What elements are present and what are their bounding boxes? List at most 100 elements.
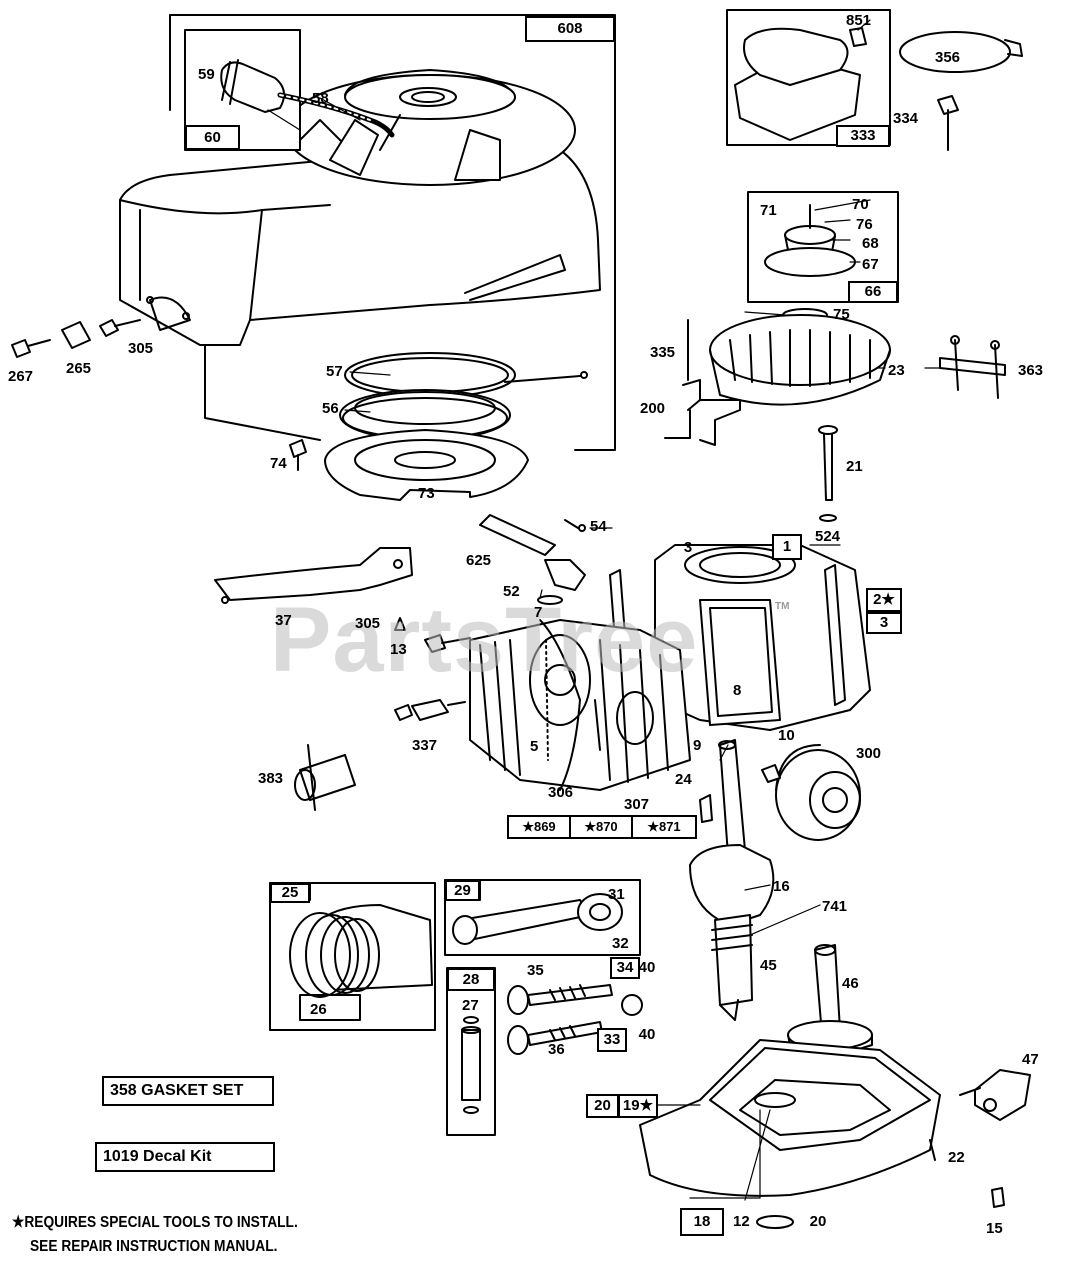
- box-label-333[interactable]: 333: [836, 125, 890, 147]
- rewind-starter: [284, 69, 576, 186]
- part-label-46[interactable]: 46: [842, 975, 859, 992]
- part-label-37[interactable]: 37: [275, 612, 292, 629]
- box-label-3[interactable]: 3: [866, 612, 902, 634]
- part-label-35[interactable]: 35: [527, 962, 544, 979]
- part-label-23[interactable]: 23: [888, 362, 905, 379]
- box-label-66[interactable]: 66: [848, 281, 898, 303]
- part-label-265[interactable]: 265: [66, 360, 92, 377]
- part-label-56[interactable]: 56: [322, 400, 339, 417]
- part-label-74[interactable]: 74: [270, 455, 287, 472]
- camshaft: [787, 944, 873, 1054]
- part-label-306[interactable]: 306: [548, 784, 574, 801]
- box-label-34[interactable]: 34: [610, 957, 640, 979]
- part-label-267[interactable]: 267: [8, 368, 34, 385]
- box-label-3-top[interactable]: 3: [683, 539, 693, 556]
- box-label-870[interactable]: ★870: [569, 815, 633, 839]
- special-tools-note: ★REQUIRES SPECIAL TOOLS TO INSTALL.: [12, 1214, 298, 1231]
- part-label-741[interactable]: 741: [822, 898, 848, 915]
- blower-housing: [119, 145, 601, 346]
- air-guide-plate: [214, 547, 413, 631]
- part-label-335[interactable]: 335: [650, 344, 676, 361]
- part-label-57[interactable]: 57: [326, 363, 343, 380]
- part-label-5[interactable]: 5: [530, 738, 539, 755]
- box-label-20-lower[interactable]: 20: [809, 1213, 827, 1230]
- part-label-22[interactable]: 22: [948, 1149, 965, 1166]
- governor-bracket: [959, 1069, 1031, 1121]
- box-label-869[interactable]: ★869: [507, 815, 571, 839]
- box-label-25[interactable]: 25: [270, 883, 310, 903]
- part-label-26[interactable]: 26: [310, 1001, 327, 1018]
- part-label-625[interactable]: 625: [466, 552, 492, 569]
- box-label-40-lower[interactable]: 40: [638, 1026, 656, 1043]
- flywheel: [664, 314, 891, 446]
- part-label-54[interactable]: 54: [590, 518, 607, 535]
- decal-kit[interactable]: 1019 Decal Kit: [95, 1142, 275, 1172]
- coupler: [294, 744, 356, 811]
- part-label-32[interactable]: 32: [612, 935, 629, 952]
- piston-pin-frame: [446, 967, 496, 1136]
- long-bolt: [818, 425, 838, 522]
- box-label-40-upper[interactable]: 40: [638, 959, 656, 976]
- part-label-200[interactable]: 200: [640, 400, 666, 417]
- part-label-851[interactable]: 851: [846, 12, 872, 29]
- part-label-58[interactable]: 58: [312, 90, 329, 107]
- part-label-307[interactable]: 307: [624, 796, 650, 813]
- part-label-45[interactable]: 45: [760, 957, 777, 974]
- part-label-70[interactable]: 70: [852, 196, 869, 213]
- part-label-300[interactable]: 300: [856, 745, 882, 762]
- gasket-set-kit[interactable]: 358 GASKET SET: [102, 1076, 274, 1106]
- part-label-59[interactable]: 59: [198, 66, 215, 83]
- part-label-305[interactable]: 305: [128, 340, 154, 357]
- box-label-29[interactable]: 29: [445, 880, 480, 901]
- part-label-337[interactable]: 337: [412, 737, 438, 754]
- box-label-20[interactable]: 20: [586, 1094, 619, 1118]
- crankshaft: [689, 739, 775, 1021]
- part-label-15[interactable]: 15: [986, 1220, 1003, 1237]
- part-label-9[interactable]: 9: [693, 737, 702, 754]
- part-label-305-lower[interactable]: 305: [355, 615, 381, 632]
- part-label-76[interactable]: 76: [856, 216, 873, 233]
- part-label-363[interactable]: 363: [1018, 362, 1044, 379]
- part-label-21[interactable]: 21: [846, 458, 863, 475]
- part-label-8[interactable]: 8: [733, 682, 742, 699]
- part-label-10[interactable]: 10: [778, 727, 795, 744]
- part-label-16[interactable]: 16: [773, 878, 790, 895]
- part-label-47[interactable]: 47: [1022, 1051, 1039, 1068]
- box-label-19-star[interactable]: 19★: [618, 1094, 658, 1118]
- box-label-33[interactable]: 33: [597, 1028, 627, 1052]
- part-label-524[interactable]: 524: [815, 528, 841, 545]
- box-label-18[interactable]: 18: [680, 1208, 724, 1236]
- part-label-31[interactable]: 31: [608, 886, 625, 903]
- part-label-7[interactable]: 7: [534, 604, 543, 621]
- part-label-36[interactable]: 36: [548, 1041, 565, 1058]
- box-label-871[interactable]: ★871: [631, 815, 697, 839]
- part-label-27[interactable]: 27: [462, 997, 479, 1014]
- trademark-mark: TM: [775, 601, 790, 612]
- part-label-67[interactable]: 67: [862, 256, 879, 273]
- part-label-12[interactable]: 12: [733, 1213, 750, 1230]
- leader-lines: [267, 19, 941, 1201]
- piston-frame: [269, 882, 436, 1031]
- mounting-bolts-left: [11, 319, 307, 471]
- valves: [507, 984, 643, 1055]
- head-bolt-and-spark-plug: [394, 634, 471, 721]
- muffler: [775, 744, 861, 841]
- part-label-383[interactable]: 383: [258, 770, 284, 787]
- part-label-73[interactable]: 73: [418, 485, 435, 502]
- part-label-52[interactable]: 52: [503, 583, 520, 600]
- part-label-334[interactable]: 334: [893, 110, 919, 127]
- box-label-2-star[interactable]: 2★: [866, 588, 902, 612]
- box-label-60[interactable]: 60: [185, 125, 240, 150]
- box-label-608[interactable]: 608: [525, 16, 615, 42]
- part-label-68[interactable]: 68: [862, 235, 879, 252]
- part-label-356[interactable]: 356: [935, 49, 961, 66]
- part-label-71[interactable]: 71: [760, 202, 777, 219]
- box-label-28[interactable]: 28: [447, 968, 495, 991]
- breather-tube: [479, 514, 586, 605]
- part-label-75[interactable]: 75: [833, 306, 850, 323]
- box-label-1[interactable]: 1: [772, 534, 802, 560]
- part-label-24[interactable]: 24: [675, 771, 692, 788]
- part-label-13[interactable]: 13: [390, 641, 407, 658]
